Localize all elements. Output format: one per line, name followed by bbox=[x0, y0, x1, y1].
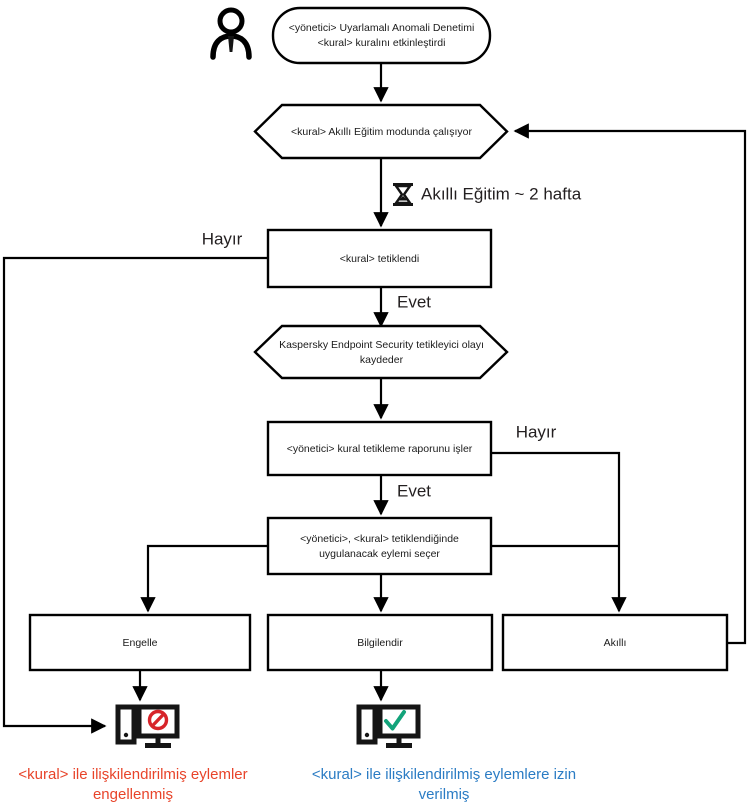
timer-label: Akıllı Eğitim ~ 2 hafta bbox=[421, 184, 582, 203]
caption-blocked-line1: <kural> ile ilişkilendirilmiş eylemler bbox=[18, 766, 247, 783]
node-smart-shape bbox=[501, 613, 729, 672]
node-smart-training[interactable]: <kural> Akıllı Eğitim modunda çalışıyor bbox=[253, 103, 509, 160]
node-inform-shape bbox=[266, 613, 494, 672]
node-smart[interactable]: Akıllı bbox=[501, 613, 729, 672]
node-block[interactable]: Engelle bbox=[28, 613, 252, 672]
edge-label-yes-rule-triggered: Evet bbox=[397, 292, 431, 311]
node-admin-action-shape bbox=[266, 516, 493, 576]
node-block-shape bbox=[28, 613, 252, 672]
node-inform[interactable]: Bilgilendir bbox=[266, 613, 494, 672]
node-smart-training-label: <kural> Akıllı Eğitim modunda çalışıyor bbox=[291, 126, 472, 138]
edge-admin-action-to-block bbox=[140, 544, 268, 613]
edge-smart-loopback-to-smart-training bbox=[513, 123, 747, 645]
node-admin-report[interactable]: <yönetici> kural tetikleme raporunu işle… bbox=[266, 420, 493, 477]
edge-label-no-rule-triggered: Hayır bbox=[202, 229, 243, 248]
node-smart-training-shape bbox=[253, 103, 509, 160]
node-start-line1: <yönetici> Uyarlamalı Anomali Denetimi bbox=[289, 22, 475, 34]
node-start[interactable]: <yönetici> Uyarlamalı Anomali Denetimi <… bbox=[271, 6, 492, 65]
timer-annotation: Akıllı Eğitim ~ 2 hafta bbox=[393, 183, 582, 206]
computer-allowed-icon bbox=[356, 704, 421, 748]
node-kes-log-line1: Kaspersky Endpoint Security tetikleyici … bbox=[279, 339, 484, 351]
node-admin-action-line2: uygulanacak eylemi seçer bbox=[319, 548, 440, 560]
node-block-label: Engelle bbox=[122, 637, 157, 649]
person-icon bbox=[210, 7, 252, 60]
node-admin-action-line1: <yönetici>, <kural> tetiklendiğinde bbox=[300, 533, 459, 545]
edge-no-admin-report-to-smart bbox=[491, 451, 627, 613]
caption-blocked: <kural> ile ilişkilendirilmiş eylemler e… bbox=[18, 766, 247, 803]
hourglass-icon bbox=[393, 183, 413, 206]
connectors bbox=[2, 62, 747, 734]
caption-allowed-line1: <kural> ile ilişkilendirilmiş eylemlere … bbox=[312, 766, 576, 783]
node-inform-label: Bilgilendir bbox=[357, 637, 403, 649]
caption-allowed-line2: verilmiş bbox=[419, 786, 470, 803]
node-rule-triggered-label: <kural> tetiklendi bbox=[340, 253, 419, 265]
node-kes-log[interactable]: Kaspersky Endpoint Security tetikleyici … bbox=[253, 324, 509, 380]
node-kes-log-line2: kaydeder bbox=[360, 354, 404, 366]
node-rule-triggered[interactable]: <kural> tetiklendi bbox=[266, 228, 493, 289]
edge-label-no-admin-report: Hayır bbox=[516, 422, 557, 441]
caption-allowed: <kural> ile ilişkilendirilmiş eylemlere … bbox=[312, 766, 576, 803]
node-start-line2: <kural> kuralını etkinleştirdi bbox=[318, 37, 446, 49]
caption-blocked-line2: engellenmiş bbox=[93, 786, 173, 803]
edge-label-yes-admin-report: Evet bbox=[397, 481, 431, 500]
node-kes-log-shape bbox=[253, 324, 509, 380]
node-smart-label: Akıllı bbox=[604, 637, 627, 649]
node-start-shape bbox=[271, 6, 492, 65]
node-admin-report-label: <yönetici> kural tetikleme raporunu işle… bbox=[287, 443, 473, 455]
computer-blocked-icon bbox=[115, 704, 180, 748]
edge-no-rule-triggered-to-blocked bbox=[2, 256, 268, 734]
node-admin-report-shape bbox=[266, 420, 493, 477]
node-admin-action[interactable]: <yönetici>, <kural> tetiklendiğinde uygu… bbox=[266, 516, 493, 576]
node-rule-triggered-shape bbox=[266, 228, 493, 289]
